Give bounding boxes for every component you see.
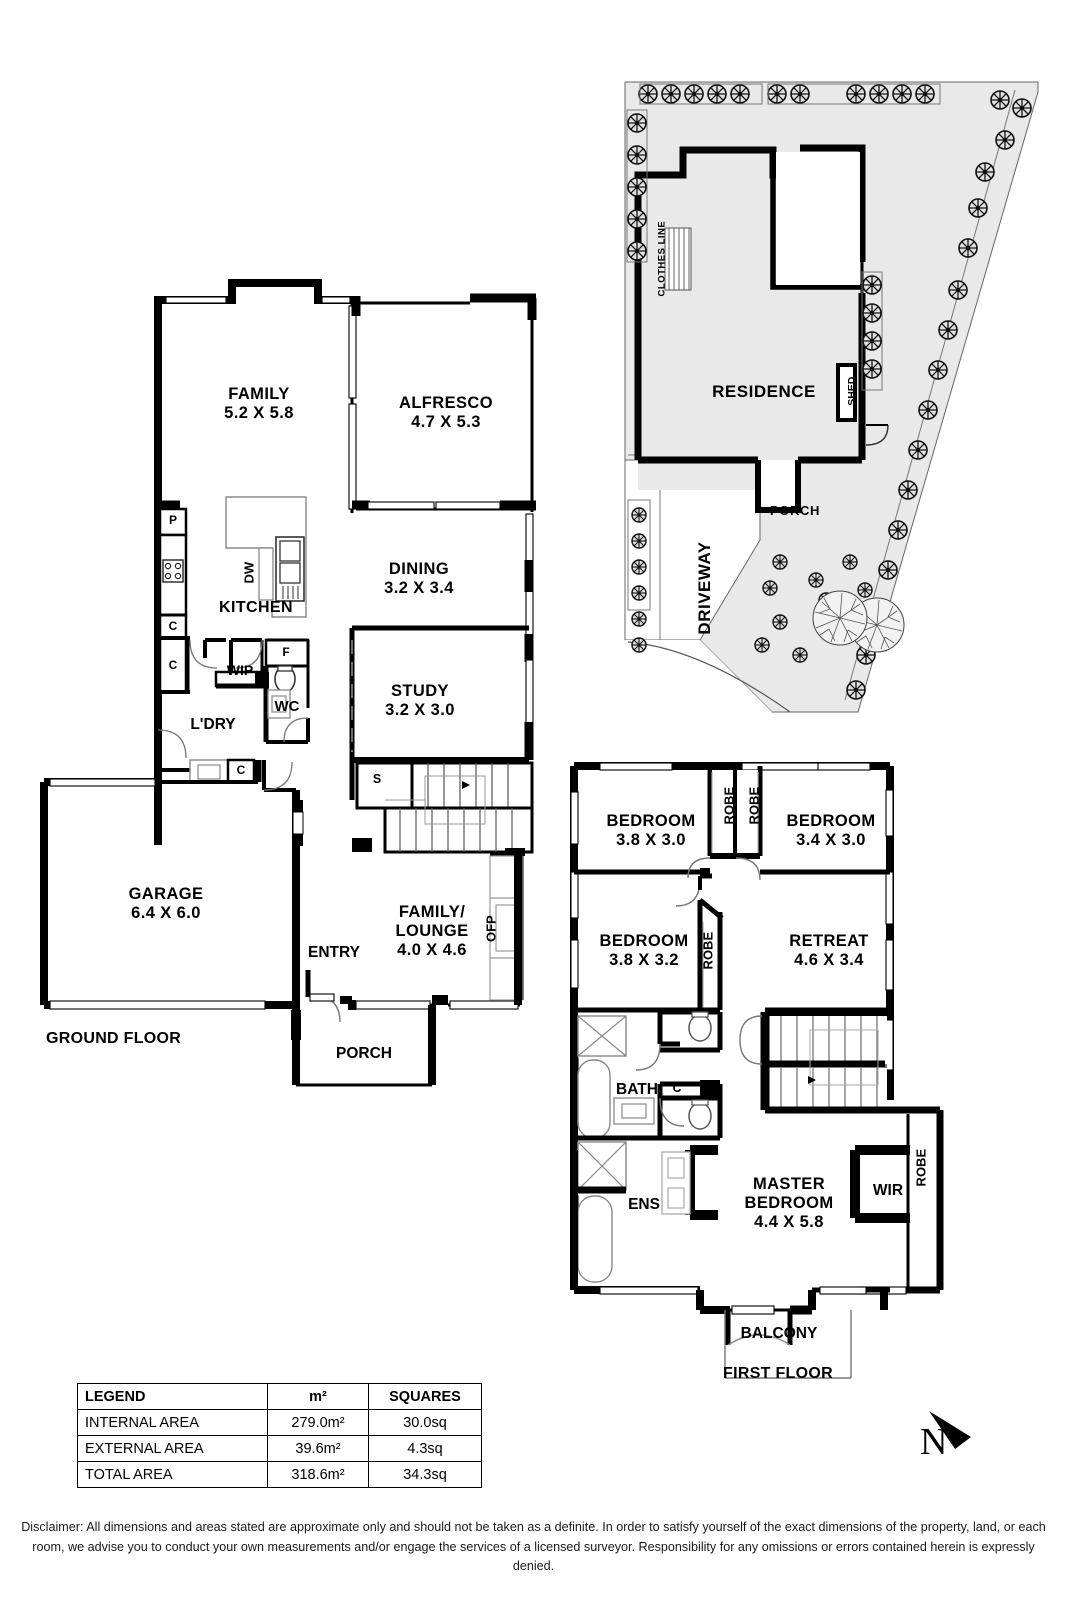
room-master-bedroom-dim: 4.4 X 5.8: [754, 1213, 824, 1232]
room-bedroom-3-name: BEDROOM: [599, 932, 689, 950]
label-balcony: BALCONY: [740, 1325, 818, 1342]
room-retreat: RETREAT 4.6 X 3.4: [766, 932, 892, 971]
room-retreat-dim: 4.6 X 3.4: [794, 951, 864, 970]
label-pantry: P: [168, 513, 177, 527]
table-row: TOTAL AREA 318.6m² 34.3sq: [77, 1461, 482, 1488]
room-bedroom-1-name: BEDROOM: [606, 812, 696, 830]
room-garage-dim: 6.4 X 6.0: [131, 904, 201, 923]
room-family-dim: 5.2 X 5.8: [224, 404, 294, 423]
room-family-lounge-name: FAMILY/ LOUNGE: [395, 903, 469, 941]
legend-row-2-label: TOTAL AREA: [77, 1461, 268, 1488]
label-robe-2: ROBE: [746, 786, 762, 825]
legend-row-1-m2: 39.6m²: [267, 1435, 369, 1462]
room-garage-name: GARAGE: [128, 885, 204, 903]
room-family-name: FAMILY: [228, 385, 290, 403]
room-dining-name: DINING: [388, 560, 450, 578]
legend-row-2-squares: 34.3sq: [368, 1461, 482, 1488]
room-bedroom-2: BEDROOM 3.4 X 3.0: [768, 812, 894, 851]
label-cupboard-3: C: [236, 763, 246, 777]
room-study-name: STUDY: [391, 682, 449, 700]
site-plan-group: [624, 81, 1039, 713]
legend-header-squares: SQUARES: [368, 1383, 482, 1410]
label-robe-1: ROBE: [721, 786, 737, 825]
north-arrow-icon: [929, 1411, 971, 1449]
room-master-bedroom: MASTER BEDROOM 4.4 X 5.8: [722, 1175, 856, 1232]
label-store: S: [372, 772, 382, 786]
first-floor-title: FIRST FLOOR: [723, 1365, 833, 1382]
room-bedroom-3: BEDROOM 3.8 X 3.2: [581, 932, 707, 971]
label-cupboard-1: C: [168, 619, 178, 633]
room-bedroom-2-dim: 3.4 X 3.0: [796, 831, 866, 850]
first-floor-group: [570, 762, 944, 1379]
label-robe-3: ROBE: [700, 931, 716, 970]
label-dishwasher: DW: [241, 561, 257, 584]
label-ofp: OFP: [483, 915, 499, 943]
room-bedroom-3-dim: 3.8 X 3.2: [609, 951, 679, 970]
label-ens: ENS: [628, 1196, 660, 1213]
label-wip: WIP: [226, 662, 254, 678]
legend-header-row: LEGEND m² SQUARES: [77, 1383, 482, 1410]
label-wir: WIR: [872, 1182, 904, 1199]
room-garage: GARAGE 6.4 X 6.0: [103, 885, 229, 924]
room-family-lounge: FAMILY/ LOUNGE 4.0 X 4.6: [369, 903, 495, 960]
room-study-dim: 3.2 X 3.0: [385, 701, 455, 720]
site-shed-label: SHED: [845, 376, 858, 406]
room-bedroom-1-dim: 3.8 X 3.0: [616, 831, 686, 850]
label-wc: WC: [274, 698, 300, 715]
site-residence-label: RESIDENCE: [712, 382, 816, 401]
legend-row-0-label: INTERNAL AREA: [77, 1409, 268, 1436]
legend-row-0-m2: 279.0m²: [267, 1409, 369, 1436]
site-driveway-label: DRIVEWAY: [694, 541, 714, 635]
legend-row-2-m2: 318.6m²: [267, 1461, 369, 1488]
room-bedroom-1: BEDROOM 3.8 X 3.0: [588, 812, 714, 851]
room-alfresco: ALFRESCO 4.7 X 5.3: [383, 394, 509, 433]
ground-floor-title: GROUND FLOOR: [46, 1030, 182, 1047]
room-dining: DINING 3.2 X 3.4: [356, 560, 482, 599]
room-alfresco-name: ALFRESCO: [399, 394, 493, 412]
legend-header-label: LEGEND: [77, 1383, 268, 1410]
legend-row-1-label: EXTERNAL AREA: [77, 1435, 268, 1462]
label-cupboard-fl: C: [672, 1081, 682, 1095]
room-study: STUDY 3.2 X 3.0: [357, 682, 483, 721]
label-cupboard-2: C: [168, 658, 178, 672]
room-family-lounge-dim: 4.0 X 4.6: [397, 941, 467, 960]
table-row: INTERNAL AREA 279.0m² 30.0sq: [77, 1409, 482, 1436]
room-dining-dim: 3.2 X 3.4: [384, 579, 454, 598]
site-clothes-line-label: CLOTHES LINE: [656, 220, 668, 297]
label-bath: BATH: [616, 1081, 658, 1098]
table-row: EXTERNAL AREA 39.6m² 4.3sq: [77, 1435, 482, 1462]
label-porch-ground: PORCH: [336, 1045, 392, 1062]
compass-north-letter: N: [920, 1421, 948, 1463]
label-laundry: L'DRY: [190, 716, 236, 733]
legend-row-1-squares: 4.3sq: [368, 1435, 482, 1462]
site-porch-label: PORCH: [770, 503, 820, 518]
label-kitchen: KITCHEN: [219, 599, 293, 616]
label-entry: ENTRY: [308, 944, 360, 961]
legend-row-0-squares: 30.0sq: [368, 1409, 482, 1436]
room-bedroom-2-name: BEDROOM: [786, 812, 876, 830]
legend-header-m2: m²: [267, 1383, 369, 1410]
room-family: FAMILY 5.2 X 5.8: [196, 385, 322, 424]
ground-floor-group: [40, 279, 537, 1087]
label-fridge: F: [282, 645, 290, 659]
room-alfresco-dim: 4.7 X 5.3: [411, 413, 481, 432]
disclaimer-text: Disclaimer: All dimensions and areas sta…: [21, 1520, 1046, 1574]
room-retreat-name: RETREAT: [789, 932, 869, 950]
legend-table: LEGEND m² SQUARES INTERNAL AREA 279.0m² …: [77, 1383, 482, 1488]
